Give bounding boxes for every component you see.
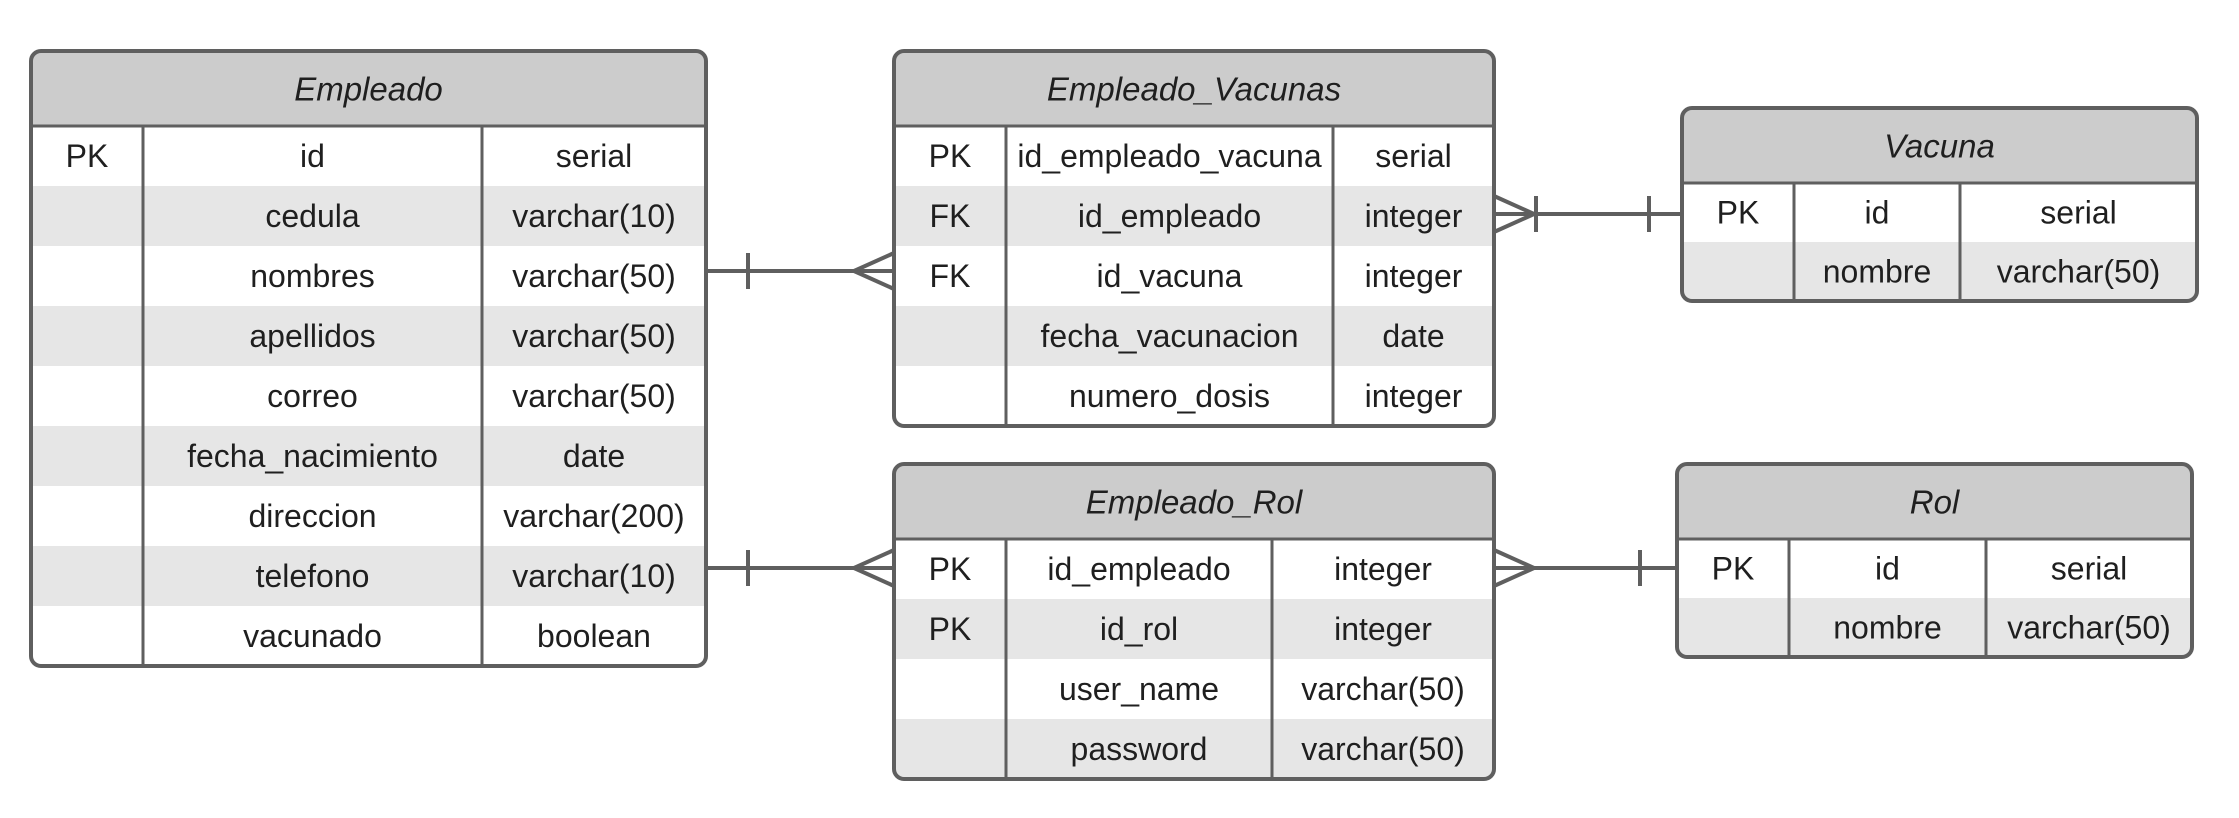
key-cell: FK	[930, 258, 971, 294]
table-row-stripe	[1682, 242, 2197, 301]
table-frame	[892, 49, 1496, 428]
column-name-cell: id	[1865, 195, 1890, 231]
column-type-cell: varchar(50)	[512, 318, 676, 354]
column-type-cell: serial	[2051, 551, 2127, 587]
key-cell: PK	[929, 611, 972, 647]
table-row-stripe	[894, 599, 1494, 659]
table-header-bg	[1677, 464, 2192, 539]
column-name-cell: nombre	[1833, 610, 1942, 646]
table-title: Empleado	[294, 71, 443, 108]
column-type-cell: varchar(200)	[503, 498, 684, 534]
table-title: Rol	[1910, 484, 1961, 521]
column-name-cell: nombres	[250, 258, 375, 294]
key-cell: PK	[929, 138, 972, 174]
table-header-bg	[31, 51, 706, 126]
column-name-cell: id	[300, 138, 325, 174]
column-name-cell: id_empleado_vacuna	[1017, 138, 1321, 174]
column-type-cell: integer	[1334, 611, 1432, 647]
column-name-cell: vacunado	[243, 618, 382, 654]
many-cardinality-mark	[853, 548, 895, 570]
column-name-cell: id_empleado	[1078, 198, 1261, 234]
column-type-cell: date	[563, 438, 625, 474]
column-name-cell: numero_dosis	[1069, 378, 1270, 414]
column-name-cell: id	[1875, 551, 1900, 587]
table-title: Vacuna	[1884, 128, 1995, 165]
table-frame	[892, 462, 1496, 781]
column-type-cell: varchar(50)	[1301, 731, 1465, 767]
column-name-cell: password	[1071, 731, 1208, 767]
table-header-bg	[894, 51, 1494, 126]
column-type-cell: varchar(50)	[512, 258, 676, 294]
column-type-cell: varchar(50)	[1997, 254, 2161, 290]
column-type-cell: integer	[1365, 258, 1463, 294]
column-type-cell: integer	[1334, 551, 1432, 587]
column-type-cell: serial	[1375, 138, 1451, 174]
many-cardinality-mark	[1493, 548, 1535, 570]
column-name-cell: user_name	[1059, 671, 1219, 707]
column-name-cell: correo	[267, 378, 358, 414]
table-frame	[29, 49, 708, 668]
column-type-cell: boolean	[537, 618, 651, 654]
relationship-vacuna-to-empleado-vacunas	[1493, 194, 1682, 234]
table-row-stripe	[894, 186, 1494, 246]
column-type-cell: varchar(50)	[2007, 610, 2171, 646]
column-name-cell: id_empleado	[1047, 551, 1230, 587]
column-name-cell: fecha_vacunacion	[1041, 318, 1299, 354]
column-type-cell: varchar(50)	[1301, 671, 1465, 707]
column-name-cell: apellidos	[249, 318, 375, 354]
key-cell: PK	[66, 138, 109, 174]
relationship-empleado-to-empleado-vacunas	[706, 251, 895, 291]
column-type-cell: serial	[556, 138, 632, 174]
many-cardinality-mark	[1493, 194, 1535, 216]
column-type-cell: varchar(10)	[512, 558, 676, 594]
column-name-cell: id_vacuna	[1097, 258, 1243, 294]
column-name-cell: direccion	[248, 498, 376, 534]
column-type-cell: date	[1382, 318, 1444, 354]
many-cardinality-mark	[853, 566, 895, 588]
many-cardinality-mark	[1493, 212, 1535, 234]
table-row-stripe	[894, 306, 1494, 366]
key-cell: PK	[1717, 195, 1760, 231]
column-type-cell: integer	[1365, 378, 1463, 414]
key-cell: PK	[1712, 551, 1755, 587]
relationship-connectors	[706, 194, 1682, 588]
many-cardinality-mark	[853, 251, 895, 273]
column-type-cell: integer	[1365, 198, 1463, 234]
column-type-cell: varchar(10)	[512, 198, 676, 234]
relationship-rol-to-empleado-rol	[1493, 548, 1677, 588]
key-cell: PK	[929, 551, 972, 587]
table-header-bg	[1682, 108, 2197, 183]
column-name-cell: telefono	[256, 558, 370, 594]
key-cell: FK	[930, 198, 971, 234]
table-frame	[1675, 462, 2194, 659]
column-name-cell: fecha_nacimiento	[187, 438, 438, 474]
table-row-stripe	[1677, 598, 2192, 657]
column-type-cell: varchar(50)	[512, 378, 676, 414]
table-frame	[1680, 106, 2199, 303]
table-header-bg	[894, 464, 1494, 539]
column-name-cell: cedula	[265, 198, 360, 234]
table-title: Empleado_Vacunas	[1047, 71, 1341, 108]
column-type-cell: serial	[2040, 195, 2116, 231]
many-cardinality-mark	[853, 269, 895, 291]
column-name-cell: nombre	[1823, 254, 1932, 290]
column-name-cell: id_rol	[1100, 611, 1178, 647]
table-row-stripe	[894, 719, 1494, 779]
relationship-empleado-to-empleado-rol	[706, 548, 895, 588]
many-cardinality-mark	[1493, 566, 1535, 588]
table-title: Empleado_Rol	[1086, 484, 1304, 521]
